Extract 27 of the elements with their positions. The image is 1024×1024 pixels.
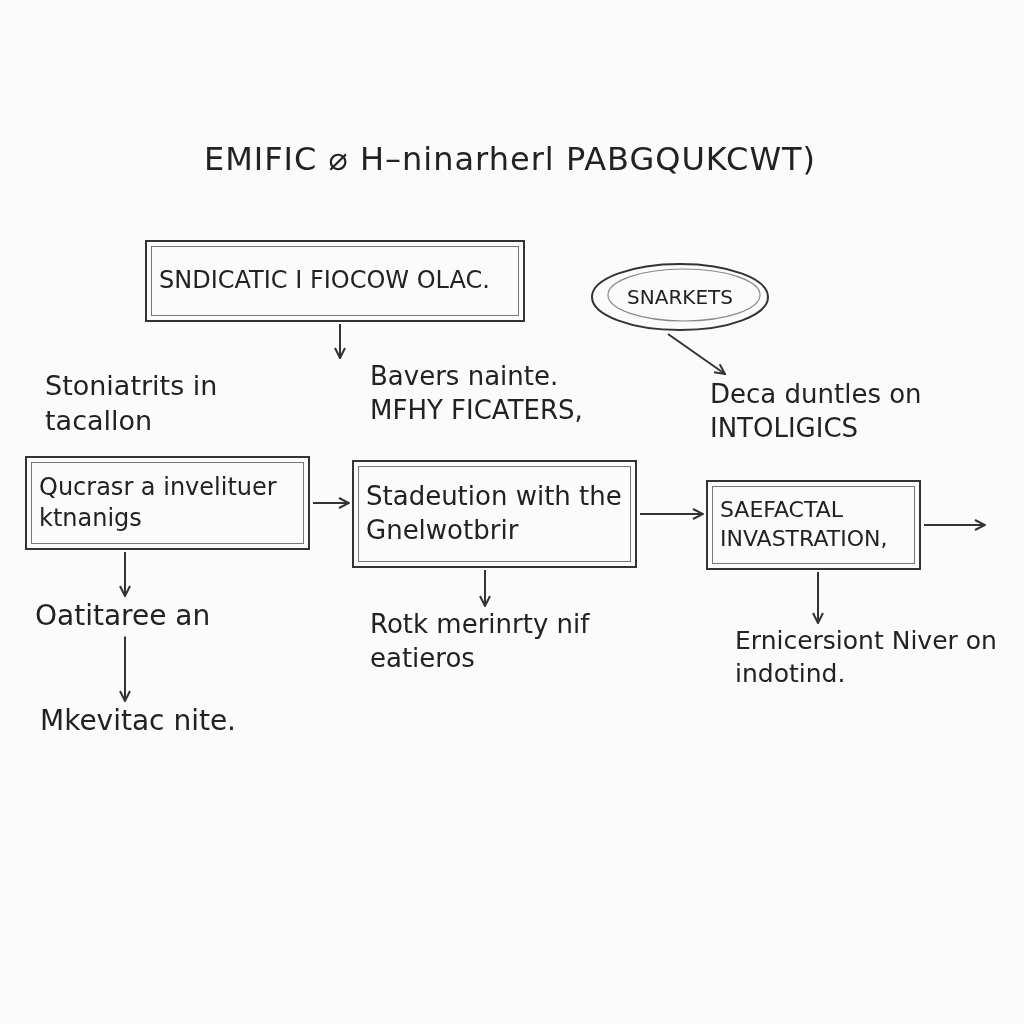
box-label: Stadeution with the Gnelwotbrir [366, 480, 623, 547]
note-text: Oatitaree an [35, 598, 255, 635]
arrow [312, 497, 350, 509]
arrow [667, 333, 726, 375]
arrow [119, 635, 131, 702]
note-text: Stoniatrits in tacallon [45, 368, 285, 439]
process-box [352, 460, 637, 568]
note-text: Ernicersiont Niver on indotind. [735, 625, 1024, 690]
ellipse-node [590, 262, 770, 332]
box-label: SAEFACTAL INVASTRATION, [720, 496, 889, 553]
note-text: Deca duntles on INTOLIGICS [710, 378, 940, 446]
process-box [25, 456, 310, 550]
note-text: Mkevitac nite. [40, 703, 280, 740]
arrow [812, 571, 824, 624]
box-label: SNDICATIC I FIOCOW OLAC. [159, 265, 490, 297]
arrow [923, 519, 986, 531]
diagram-title: EMIFIC ⌀ H–ninarherl PABGQUKCWT) [202, 140, 818, 178]
arrow [639, 508, 704, 520]
note-text: Rotk merinrty nif eatieros [370, 608, 620, 676]
arrow [119, 551, 131, 597]
arrow [479, 569, 491, 607]
arrow [334, 323, 346, 359]
box-label: Qucrasr a invelituer ktnanigs [39, 471, 278, 534]
process-box [145, 240, 525, 322]
process-box [706, 480, 921, 570]
note-text: Bavers nainte. MFHY FICATERS, [370, 360, 630, 428]
box-label: SNARKETS [627, 284, 733, 310]
